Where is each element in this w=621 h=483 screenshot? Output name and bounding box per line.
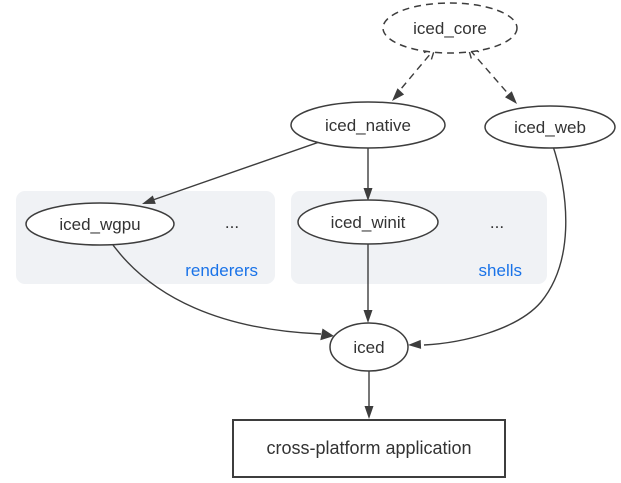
edge-core-to-native bbox=[394, 45, 438, 97]
node-iced-wgpu bbox=[25, 202, 175, 246]
node-application-box bbox=[232, 419, 506, 478]
arrowhead-web-into-iced bbox=[408, 339, 422, 349]
edge-wgpu-to-iced bbox=[107, 237, 322, 335]
node-iced bbox=[329, 322, 409, 372]
node-iced-winit bbox=[297, 199, 439, 245]
arrowhead-into-application bbox=[364, 406, 374, 419]
node-iced-web bbox=[484, 105, 616, 149]
node-iced-web-label: iced_web bbox=[514, 118, 586, 137]
arrowhead-wgpu-into-iced bbox=[320, 328, 334, 341]
arrowhead-winit-into-iced bbox=[363, 310, 373, 323]
node-iced-winit-label: iced_winit bbox=[331, 213, 406, 232]
edge-web-to-iced bbox=[423, 142, 567, 346]
node-application-label: cross-platform application bbox=[266, 438, 471, 458]
node-iced-native bbox=[290, 101, 446, 149]
arrowhead-into-winit bbox=[363, 188, 373, 201]
arrowhead-into-web bbox=[505, 91, 517, 104]
node-iced-core bbox=[382, 2, 518, 54]
group-renderers-label: renderers bbox=[185, 261, 258, 280]
ellipsis-renderers: ... bbox=[225, 213, 239, 232]
arrowhead-into-native bbox=[392, 88, 405, 101]
arrowhead-into-wgpu bbox=[142, 195, 156, 204]
edge-core-to-web bbox=[469, 49, 512, 98]
node-iced-wgpu-label: iced_wgpu bbox=[59, 215, 140, 234]
node-iced-native-label: iced_native bbox=[325, 116, 411, 135]
node-iced-label: iced bbox=[353, 338, 384, 357]
node-iced-core-label: iced_core bbox=[413, 19, 487, 38]
group-shells-label: shells bbox=[479, 261, 522, 280]
ellipsis-shells: ... bbox=[490, 213, 504, 232]
